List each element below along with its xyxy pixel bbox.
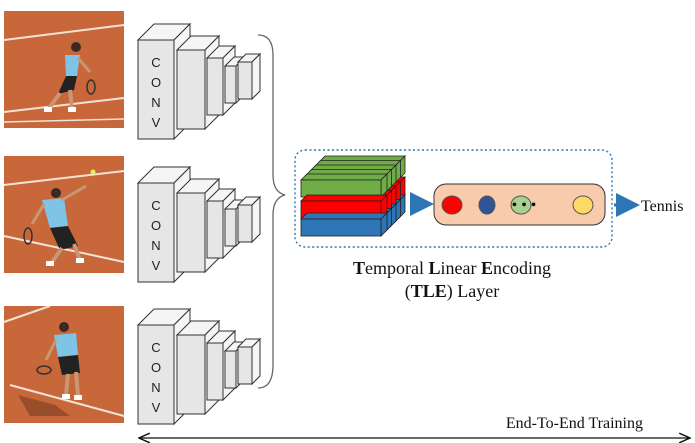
conv-letter: N <box>151 380 160 395</box>
conv-letter: N <box>151 95 160 110</box>
conv-letter: V <box>152 258 161 273</box>
tle-caption-line-1: Temporal Linear Encoding <box>353 258 551 278</box>
vector-element-circle <box>478 195 496 215</box>
conv-letter: N <box>151 238 160 253</box>
vector-element-circle <box>441 195 463 215</box>
vector-element-circle <box>510 195 532 215</box>
video-frame-1 <box>3 11 125 128</box>
vector-ellipsis: • • • <box>512 197 537 214</box>
video-frame-3 <box>3 305 125 423</box>
conv-layer-5 <box>236 195 262 244</box>
conv-letter: O <box>151 218 161 233</box>
aggregation-brace <box>257 34 286 389</box>
conv-letter: O <box>151 75 161 90</box>
video-frame-2 <box>3 156 125 273</box>
conv-letter: O <box>151 360 161 375</box>
aggregated-feature-maps <box>300 155 406 237</box>
feature-slab <box>300 212 388 237</box>
conv-letter: C <box>151 55 160 70</box>
vector-element-circle <box>572 195 594 215</box>
conv-letter: V <box>152 400 161 415</box>
conv-letter: V <box>152 115 161 130</box>
conv-letter: C <box>151 198 160 213</box>
vector-elements <box>441 195 594 215</box>
feature-slab <box>300 173 388 198</box>
conv-letter: C <box>151 340 160 355</box>
output-class-label: Tennis <box>641 198 683 215</box>
conv-layer-5 <box>236 52 262 101</box>
conv-layer-5 <box>236 337 262 386</box>
tle-caption-line-2: (TLE) Layer <box>405 281 500 302</box>
training-label: End-To-End Training <box>506 415 643 432</box>
tle-layer-box <box>294 149 613 248</box>
